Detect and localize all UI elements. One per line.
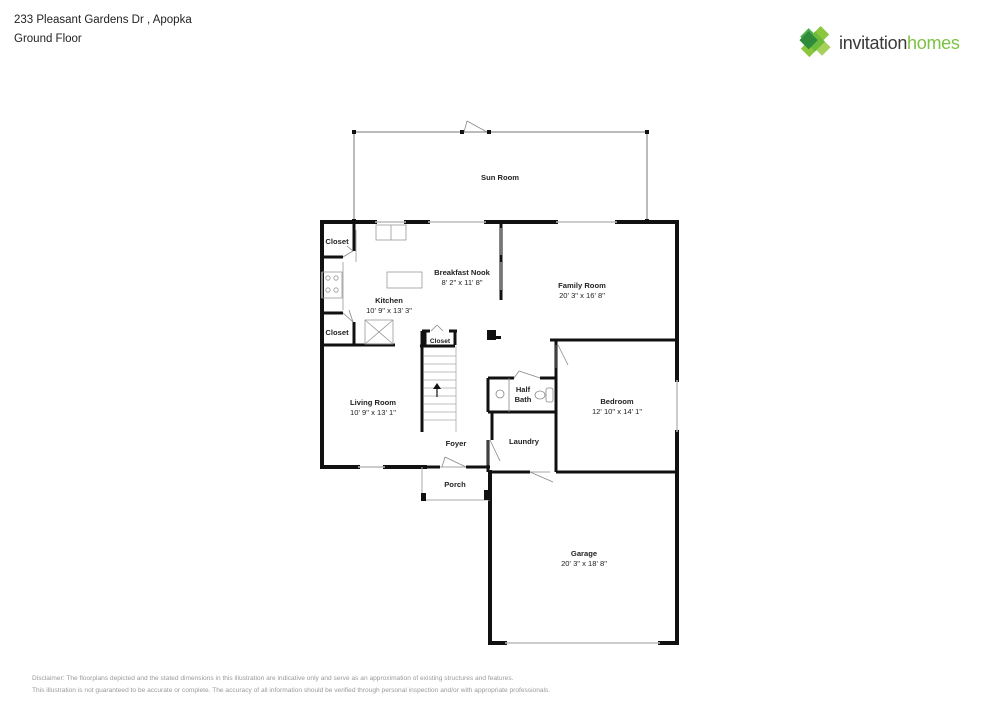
- room-garage: Garage 20' 3" x 18' 8": [561, 549, 607, 568]
- toilet-icon: [534, 390, 546, 400]
- kitchen-island: [386, 271, 423, 289]
- room-family-room: Family Room 20' 3" x 16' 8": [558, 281, 606, 300]
- stove-icon: [321, 271, 343, 299]
- bath-sink-icon: [495, 389, 505, 399]
- sun-room-walls: [353, 131, 648, 222]
- logo-text: invitationhomes: [839, 32, 960, 53]
- invitation-homes-logo: invitationhomes: [797, 25, 960, 61]
- room-kitchen: Kitchen 10' 9" x 13' 3": [366, 296, 412, 315]
- room-laundry: Laundry: [509, 437, 539, 446]
- room-bedroom: Bedroom 12' 10" x 14' 1": [591, 397, 643, 416]
- disclaimer-line-2: This illustration is not guaranteed to b…: [32, 687, 551, 694]
- room-closet-upper: Closet: [325, 237, 349, 246]
- fireplace-icon: [487, 330, 496, 340]
- room-sun-room: Sun Room: [481, 173, 519, 182]
- disclaimer-line-1: Disclaimer: The floorplans depicted and …: [32, 675, 514, 682]
- kitchen-fixtures: [321, 224, 423, 345]
- floor-label: Ground Floor: [14, 33, 82, 45]
- staircase: [424, 346, 457, 432]
- room-breakfast-nook: Breakfast Nook 8' 2" x 11' 8": [434, 268, 490, 287]
- sun-room-door: [463, 120, 488, 133]
- clover-diamond-logo-icon: [799, 26, 831, 58]
- refrigerator-icon: [364, 319, 394, 345]
- room-closet-stair: Closet: [429, 338, 451, 345]
- room-porch: Porch: [444, 480, 466, 489]
- room-foyer: Foyer: [445, 439, 467, 448]
- closet-doors: [342, 245, 444, 332]
- interior-walls: [322, 222, 677, 474]
- property-address: 233 Pleasant Gardens Dr , Apopka: [14, 14, 192, 26]
- arrow-up-icon: [433, 383, 441, 397]
- room-closet-lower: Closet: [325, 328, 349, 337]
- room-half-bath: Half Bath: [514, 385, 532, 404]
- room-living-room: Living Room 10' 9" x 13' 1": [350, 398, 396, 417]
